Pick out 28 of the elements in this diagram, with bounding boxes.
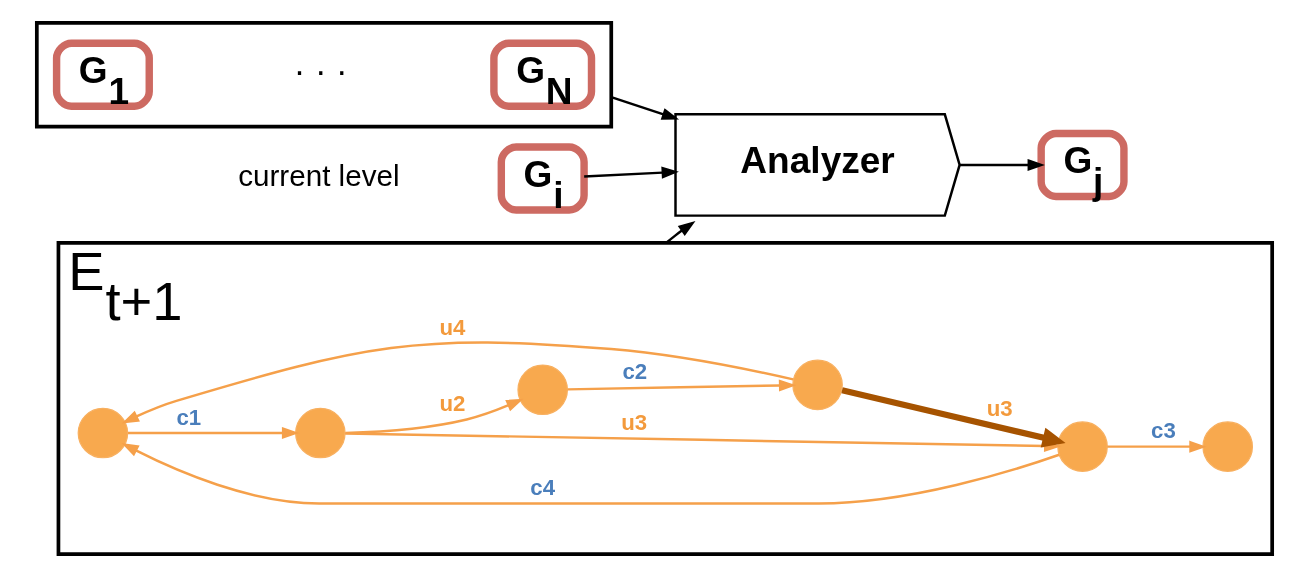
arrow (1106, 440, 1207, 453)
node-circle (1056, 421, 1108, 472)
node-circle (791, 359, 843, 411)
node-circle (516, 364, 568, 416)
arrow (583, 166, 679, 179)
node-circle (77, 407, 128, 459)
edge-label: u2 (439, 391, 465, 417)
arrow (840, 387, 1066, 448)
node-circle (1201, 421, 1253, 472)
arrow (567, 379, 796, 392)
arrow (127, 426, 299, 440)
edge-label: c3 (1150, 418, 1176, 444)
node-circle (294, 407, 346, 459)
arrow (665, 221, 695, 244)
edge-label: u4 (439, 314, 465, 340)
label: · · · (293, 52, 348, 91)
edge-label: c2 (621, 359, 647, 385)
arrow (121, 341, 793, 424)
edge-label: u3 (620, 409, 647, 435)
cluster (34, 21, 613, 129)
edge-label: c1 (175, 404, 201, 430)
node-label: current level (237, 159, 400, 193)
edge-label: c4 (529, 475, 555, 501)
arrow (610, 95, 679, 120)
arrow (120, 442, 1060, 505)
arrow (345, 398, 523, 435)
edge-label: u3 (986, 396, 1013, 422)
arrow (959, 158, 1045, 172)
